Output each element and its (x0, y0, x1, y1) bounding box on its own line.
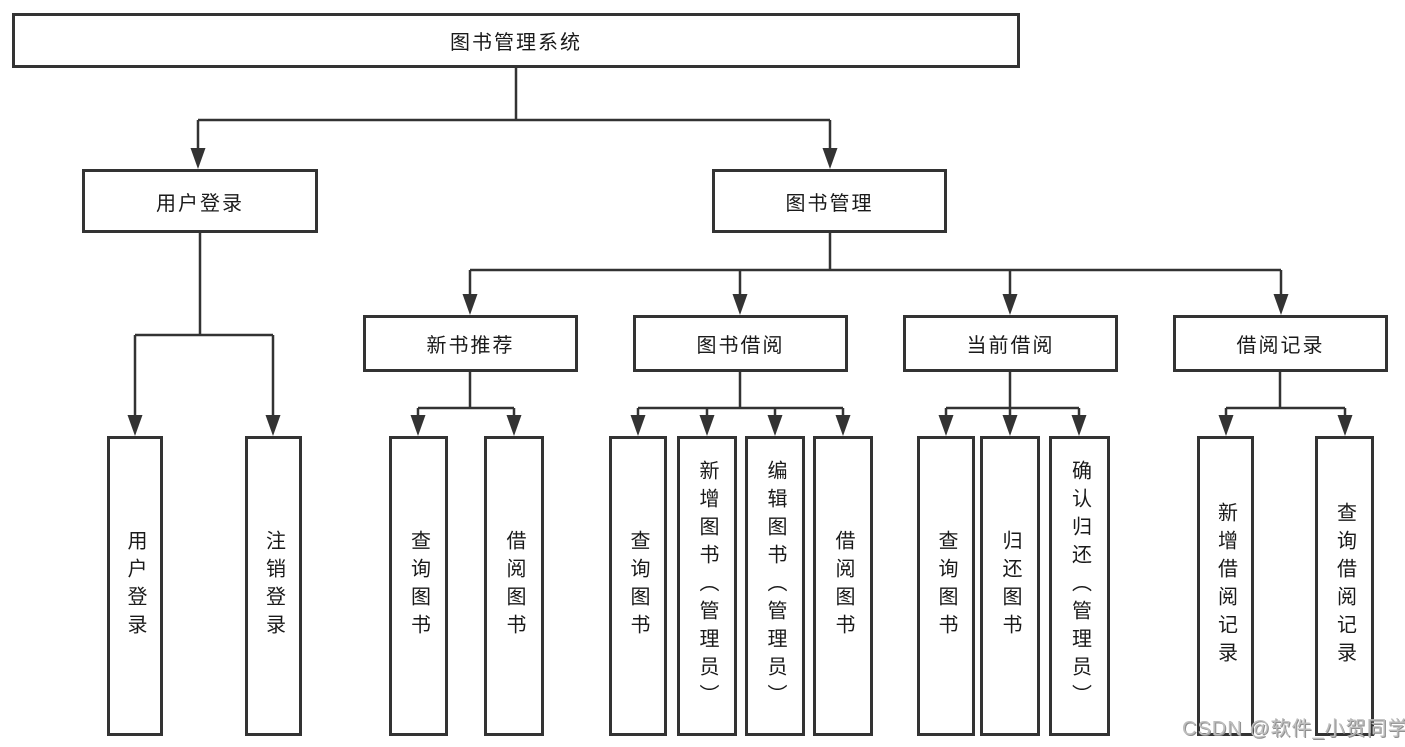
leaf-add-borrow-record: 新增借阅记录 (1197, 436, 1254, 736)
node-label: 图书管理 (785, 192, 874, 215)
node-new-book-recommend: 新书推荐 (363, 315, 578, 372)
leaf-query-books-borrow: 查询图书 (609, 436, 667, 736)
leaf-label: 编辑图书（管理员） (764, 460, 786, 712)
leaf-label: 新增借阅记录 (1214, 502, 1237, 670)
leaf-label: 查询图书 (407, 530, 430, 642)
csdn-watermark: CSDN @软件_小贺同学 (1182, 718, 1405, 740)
leaf-user-login: 用户登录 (107, 436, 163, 736)
node-label: 借阅记录 (1236, 335, 1325, 357)
leaf-label: 新增图书（管理员） (696, 460, 718, 712)
leaf-logout: 注销登录 (245, 436, 302, 736)
leaf-label: 用户登录 (124, 530, 146, 642)
leaf-query-borrow-record: 查询借阅记录 (1315, 436, 1374, 736)
leaf-label: 查询借阅记录 (1333, 502, 1356, 670)
leaf-query-books-recommend: 查询图书 (389, 436, 448, 736)
leaf-label: 借阅图书 (503, 530, 525, 642)
leaf-confirm-return-admin: 确认归还（管理员） (1049, 436, 1110, 736)
leaf-label: 注销登录 (262, 530, 285, 642)
node-label: 当前借阅 (966, 335, 1055, 357)
node-label: 用户登录 (156, 192, 244, 215)
node-book-borrow: 图书借阅 (633, 315, 848, 372)
node-borrow-records: 借阅记录 (1173, 315, 1388, 372)
node-label: 图书借阅 (696, 335, 785, 357)
leaf-query-books-current: 查询图书 (917, 436, 975, 736)
leaf-label: 归还图书 (999, 530, 1021, 642)
node-user-login: 用户登录 (82, 169, 318, 233)
leaf-label: 借阅图书 (832, 530, 854, 642)
leaf-borrow-books-recommend: 借阅图书 (484, 436, 544, 736)
leaf-borrow-books: 借阅图书 (813, 436, 873, 736)
leaf-add-book-admin: 新增图书（管理员） (677, 436, 737, 736)
node-book-management: 图书管理 (712, 169, 947, 233)
node-label: 新书推荐 (426, 335, 515, 357)
arrowheads (127, 148, 1353, 436)
leaf-label: 查询图书 (935, 530, 957, 642)
leaf-edit-book-admin: 编辑图书（管理员） (745, 436, 805, 736)
leaf-label: 确认归还（管理员） (1068, 460, 1091, 712)
node-current-borrow: 当前借阅 (903, 315, 1118, 372)
leaf-return-books: 归还图书 (980, 436, 1040, 736)
leaf-label: 查询图书 (627, 530, 649, 642)
node-label: 图书管理系统 (450, 32, 582, 54)
node-root-system: 图书管理系统 (12, 13, 1020, 68)
